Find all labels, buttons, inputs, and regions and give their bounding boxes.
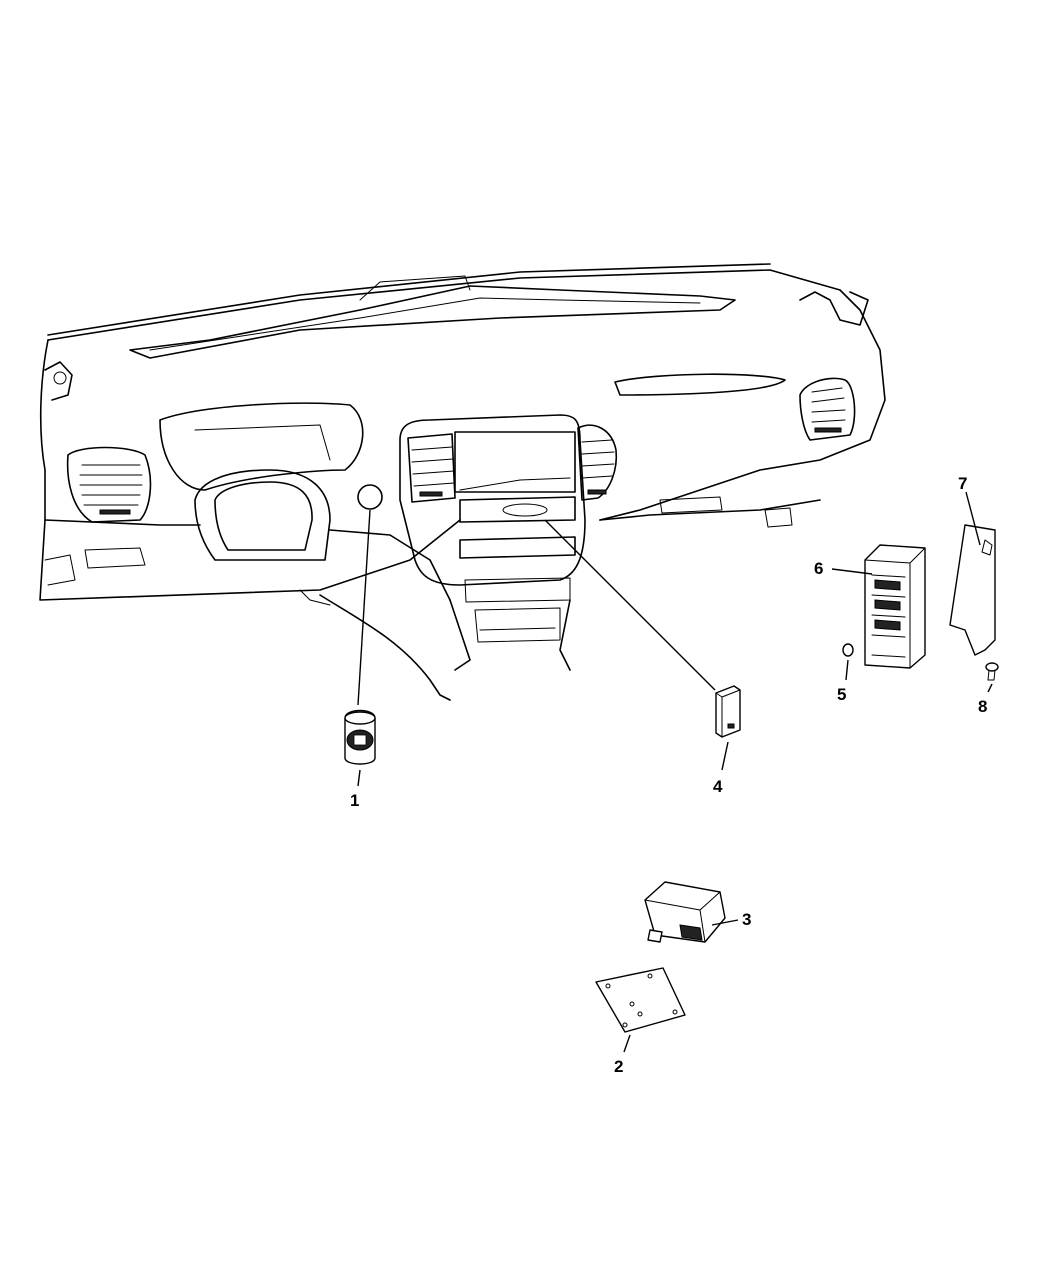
part-5-nut: [842, 643, 854, 657]
callout-7: 7: [958, 474, 967, 493]
part-7-bracket: [949, 524, 996, 656]
leader-1-lower: [357, 769, 361, 787]
callout-4: 4: [713, 777, 723, 796]
part-4-module: [715, 685, 741, 738]
leader-4: [544, 519, 716, 691]
leader-6: [831, 568, 873, 575]
callout-6: 6: [814, 559, 823, 578]
leader-3: [711, 919, 739, 926]
leader-4-lower: [721, 741, 729, 771]
part-1-ignition-switch: [344, 709, 376, 765]
leader-8: [987, 683, 993, 693]
part-3-occupant-restraint-module: [644, 881, 726, 943]
callout-labels: 1 2 3 4 5 6 7 8: [350, 474, 987, 1076]
leader-lines: [357, 491, 993, 1053]
callout-8: 8: [978, 697, 987, 716]
callout-2: 2: [614, 1057, 623, 1076]
part-8-bolt: [985, 662, 999, 681]
leader-7: [965, 491, 981, 546]
callout-3: 3: [742, 910, 751, 929]
leader-5: [845, 659, 849, 681]
leader-2: [623, 1034, 631, 1053]
part-2-mounting-plate: [595, 967, 686, 1033]
callout-5: 5: [837, 685, 846, 704]
leader-1: [357, 509, 371, 706]
part-6-central-module: [864, 544, 926, 669]
callout-1: 1: [350, 791, 359, 810]
instrument-panel: [39, 263, 886, 701]
